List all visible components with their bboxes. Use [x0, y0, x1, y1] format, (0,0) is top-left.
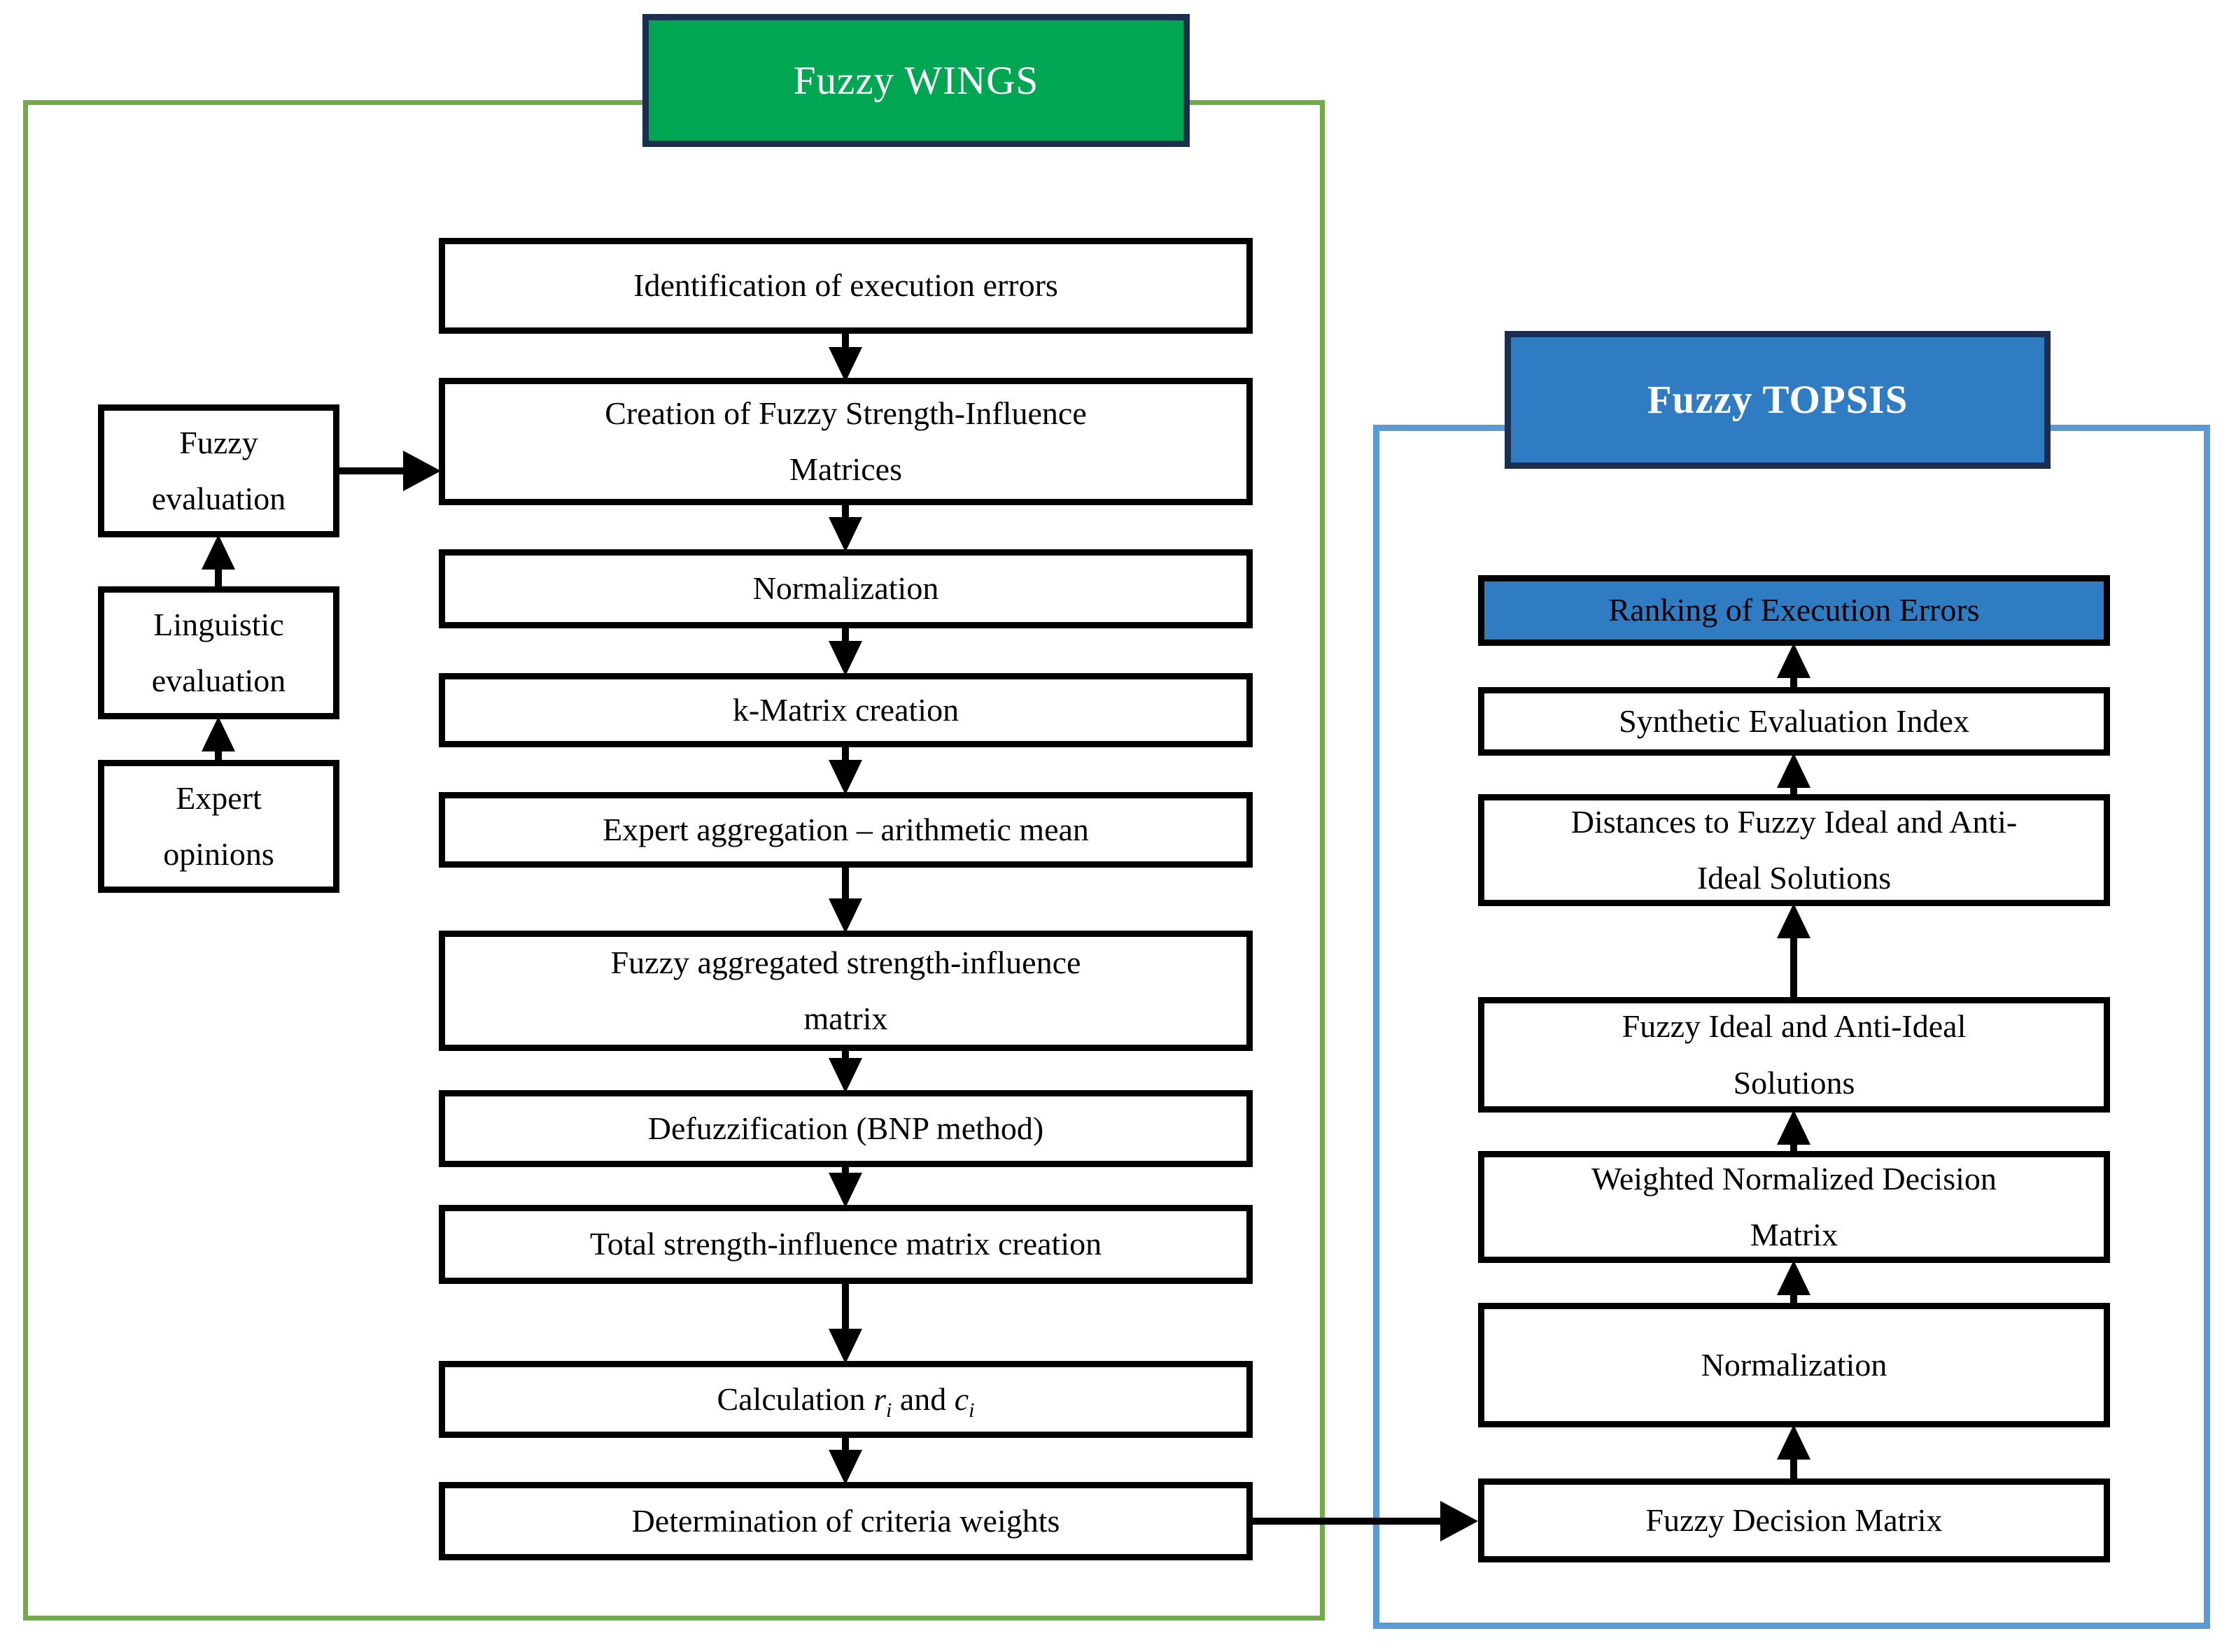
linguistic-evaluation-box: Linguistic evaluation [98, 586, 339, 719]
arrowhead-down-icon [829, 1173, 862, 1208]
up-arrow-icon [200, 535, 237, 589]
up-arrow-icon [1776, 903, 1812, 1000]
up-arrow-icon [1776, 1260, 1812, 1306]
weighted-matrix-box: Weighted Normalized Decision Matrix [1478, 1151, 2110, 1263]
ranking-errors-box: Ranking of Execution Errors [1478, 575, 2110, 646]
arrowhead-down-icon [829, 1058, 862, 1093]
up-arrow-icon [1776, 1425, 1812, 1481]
expert-aggregation-box: Expert aggregation – arithmetic mean [439, 792, 1253, 868]
arrowhead-down-icon [829, 898, 862, 933]
arrowhead-down-icon [829, 641, 862, 676]
wings-normalization-box: Normalization [439, 549, 1253, 628]
arrowhead-up-icon [1777, 643, 1810, 678]
down-arrow-icon [827, 1435, 864, 1485]
arrowhead-up-icon [202, 535, 235, 570]
identification-box: Identification of execution errors [439, 238, 1253, 334]
arrowhead-down-icon [829, 1329, 862, 1364]
arrowhead-up-icon [202, 716, 235, 751]
total-matrix-box: Total strength-influence matrix creation [439, 1205, 1253, 1284]
fuzzy-topsis-header: Fuzzy TOPSIS [1505, 331, 2051, 469]
calculation-ri-ci-box: Calculation ri and ci [439, 1361, 1253, 1438]
fuzzy-topsis-header-label: Fuzzy TOPSIS [1647, 378, 1908, 422]
up-arrow-icon [200, 716, 237, 763]
fuzzy-aggregated-box: Fuzzy aggregated strength-influence matr… [439, 931, 1253, 1051]
up-arrow-icon [1776, 1110, 1812, 1154]
distances-box: Distances to Fuzzy Ideal and Anti- Ideal… [1478, 794, 2110, 906]
arrowhead-up-icon [1777, 753, 1810, 788]
fuzzy-evaluation-box: Fuzzy evaluation [98, 404, 339, 537]
arrowhead-right-icon [1440, 1501, 1478, 1541]
arrowhead-down-icon [829, 760, 862, 795]
up-arrow-icon [1776, 753, 1812, 797]
down-arrow-icon [827, 865, 864, 933]
right-arrow-icon [1249, 1501, 1478, 1541]
k-matrix-box: k-Matrix creation [439, 673, 1253, 747]
arrowhead-up-icon [1777, 1425, 1810, 1460]
synthetic-index-box: Synthetic Evaluation Index [1478, 687, 2110, 756]
arrowhead-down-icon [829, 517, 862, 552]
down-arrow-icon [827, 501, 864, 552]
down-arrow-icon [827, 744, 864, 795]
fuzzy-wings-header: Fuzzy WINGS [642, 14, 1190, 147]
fuzzy-wings-header-label: Fuzzy WINGS [793, 58, 1039, 103]
right-arrow-icon [336, 451, 441, 491]
arrowhead-up-icon [1777, 1260, 1810, 1295]
determination-weights-box: Determination of criteria weights [439, 1482, 1253, 1560]
arrowhead-up-icon [1777, 1110, 1810, 1145]
defuzzification-box: Defuzzification (BNP method) [439, 1090, 1253, 1167]
down-arrow-icon [827, 1281, 864, 1364]
expert-opinions-box: Expert opinions [98, 760, 339, 893]
down-arrow-icon [827, 1048, 864, 1093]
up-arrow-icon [1776, 643, 1812, 690]
down-arrow-icon [827, 330, 864, 382]
creation-matrices-box: Creation of Fuzzy Strength-Influence Mat… [439, 378, 1253, 505]
down-arrow-icon [827, 626, 864, 676]
arrowhead-down-icon [829, 347, 862, 382]
fuzzy-ideal-box: Fuzzy Ideal and Anti-Ideal Solutions [1478, 997, 2110, 1113]
arrowhead-right-icon [403, 451, 441, 491]
down-arrow-icon [827, 1164, 864, 1208]
fuzzy-decision-matrix-box: Fuzzy Decision Matrix [1478, 1478, 2110, 1562]
arrowhead-up-icon [1777, 903, 1810, 938]
arrowhead-down-icon [829, 1450, 862, 1485]
topsis-normalization-box: Normalization [1478, 1303, 2110, 1427]
